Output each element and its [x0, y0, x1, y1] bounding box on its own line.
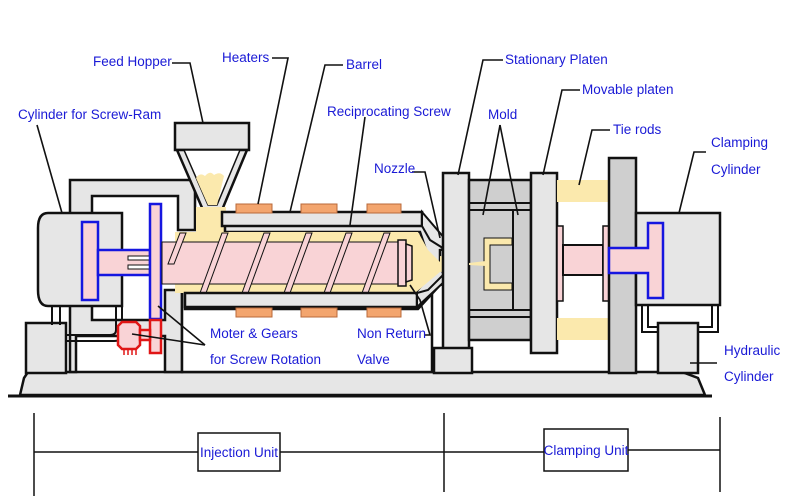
label-injection-unit: Injection Unit [200, 445, 278, 460]
label-non-return-line1: Non Return [357, 326, 426, 341]
injection-unit-tag: Injection Unit [197, 432, 281, 472]
label-movable-platen: Movable platen [582, 82, 674, 97]
label-clamping-cylinder-line2: Cylinder [711, 162, 761, 177]
mold [467, 178, 533, 342]
label-nozzle: Nozzle [374, 161, 415, 176]
label-heaters: Heaters [222, 50, 270, 65]
label-tie-rods: Tie rods [613, 122, 662, 137]
machine-base [8, 370, 712, 398]
label-clamping-cylinder-line1: Clamping [711, 135, 768, 150]
unit-dimension-lines [33, 413, 721, 496]
label-clamping-unit: Clamping Unit [544, 443, 629, 458]
feed-hopper [173, 121, 251, 237]
label-motor-gears-line2: for Screw Rotation [210, 352, 321, 367]
label-barrel: Barrel [346, 57, 382, 72]
barrel [161, 209, 480, 311]
stationary-platen [441, 171, 471, 352]
tie-rod-bottom [557, 318, 609, 340]
label-hydraulic-line2: Cylinder [724, 369, 774, 384]
hydraulic-cylinder [641, 305, 719, 375]
screw-ram-cylinder [36, 211, 153, 308]
label-hydraulic-line1: Hydraulic [724, 343, 781, 358]
label-non-return-line2: Valve [357, 352, 390, 367]
gear-plate [148, 202, 163, 321]
tie-rod-top [557, 180, 609, 202]
label-reciprocating-screw: Reciprocating Screw [327, 104, 451, 119]
ram-piston [80, 220, 100, 302]
clamping-cylinder [607, 211, 722, 307]
label-stationary-platen: Stationary Platen [505, 52, 608, 67]
label-motor-gears-line1: Moter & Gears [210, 326, 298, 341]
label-cylinder-screw-ram: Cylinder for Screw-Ram [18, 107, 161, 122]
stationary-platen-base [432, 346, 474, 375]
movable-platen [529, 171, 559, 355]
label-feed-hopper: Feed Hopper [93, 54, 172, 69]
clamping-unit-tag: Clamping Unit [543, 428, 629, 472]
heaters [235, 203, 402, 318]
left-support-block [24, 321, 68, 375]
label-mold: Mold [488, 107, 517, 122]
screw-rotation-motor [116, 320, 152, 355]
leader-lines [36, 57, 717, 364]
